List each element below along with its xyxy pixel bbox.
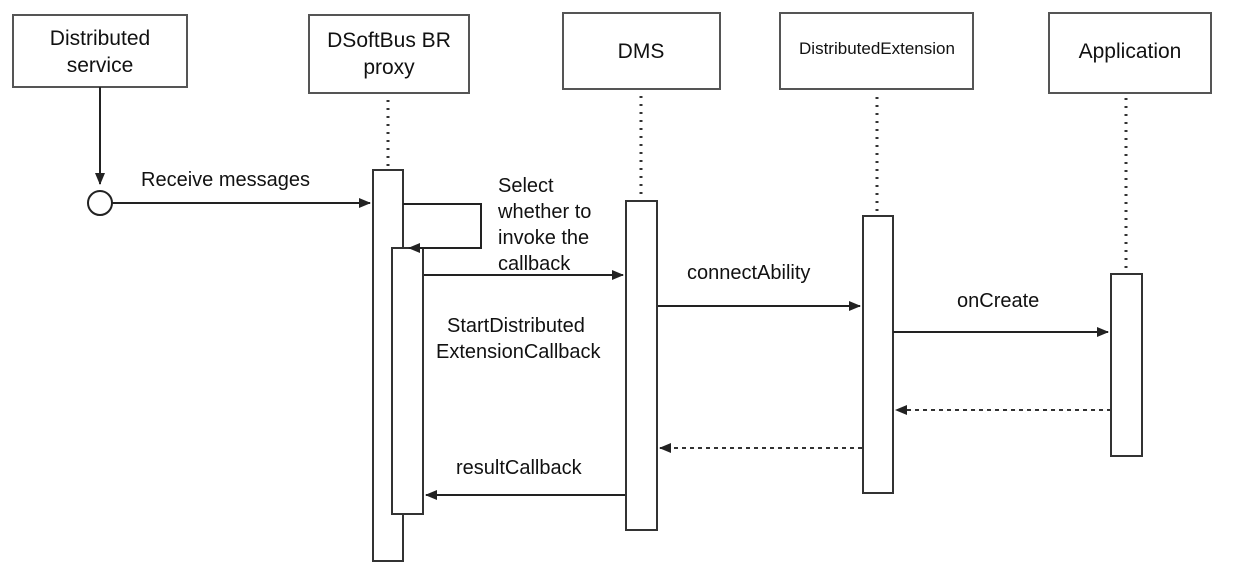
message-select-label-line1: Select [498,175,554,197]
message-select-label: Select whether to invoke the callback [497,175,591,275]
participant-label-line2: service [67,54,134,77]
message-select-self-call [403,203,482,253]
initial-node [87,190,113,216]
activation-dsoftbus-proxy-inner [391,247,424,515]
participant-label: DistributedExtension [799,39,955,58]
participant-dsoftbus-proxy: DSoftBus BR proxy [308,14,470,94]
message-start-callback-label-line1: StartDistributed [447,315,585,337]
message-result-callback-label: resultCallback [456,457,583,479]
message-select-label-line4: callback [498,253,571,275]
participant-distributed-service: Distributed service [12,14,188,88]
message-select-label-line3: invoke the [498,227,589,249]
participant-label: Application [1079,40,1182,63]
message-connect-ability-label: connectAbility [687,262,810,284]
participant-dms: DMS [562,12,721,90]
activation-dms [625,200,658,531]
participant-distributed-extension: DistributedExtension [779,12,974,90]
message-start-callback-label-line2: ExtensionCallback [436,341,602,363]
message-on-create-label: onCreate [957,290,1039,312]
message-receive-label: Receive messages [141,169,310,191]
participant-application: Application [1048,12,1212,94]
participant-label: DMS [618,40,665,63]
message-start-callback-label: StartDistributed ExtensionCallback [436,315,602,363]
activation-distributed-extension [862,215,894,494]
participant-label-line2: proxy [363,56,415,79]
message-select-label-line2: whether to [497,201,591,223]
participant-label-line1: Distributed [50,27,150,50]
activation-application [1110,273,1143,457]
participant-label-line1: DSoftBus BR [327,29,451,52]
